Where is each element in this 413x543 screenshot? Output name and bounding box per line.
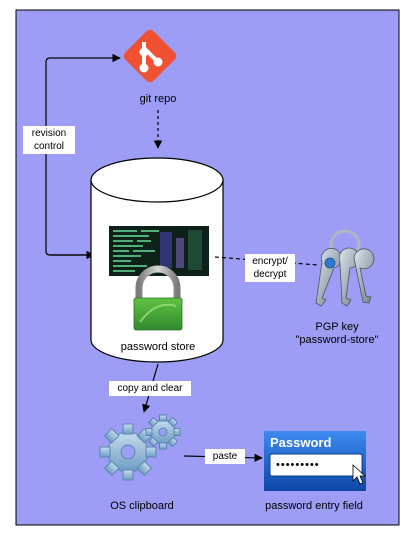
password-field-value: ••••••••• (276, 459, 320, 471)
revision-control-label: revision control (23, 126, 75, 154)
password-field-icon (264, 431, 366, 491)
pgp-key-label: PGP key "password-store" (295, 321, 379, 346)
password-field-title: Password (270, 435, 332, 450)
git-repo-label: git repo (139, 93, 177, 105)
keyring-icon (315, 229, 375, 307)
git-logo-icon (123, 29, 177, 83)
paste-label: paste (205, 449, 245, 464)
gears-icon (99, 414, 181, 481)
mouse-cursor-icon (352, 464, 367, 485)
encrypt-decrypt-label: encrypt/ decrypt (245, 254, 295, 282)
password-entry-field-label: password entry field (265, 500, 363, 512)
revision-control-connector (45, 53, 121, 256)
password-store-label: password store (120, 341, 196, 353)
os-clipboard-label: OS clipboard (110, 500, 174, 512)
padlock-icon (133, 265, 183, 331)
copy-and-clear-label: copy and clear (109, 381, 191, 396)
